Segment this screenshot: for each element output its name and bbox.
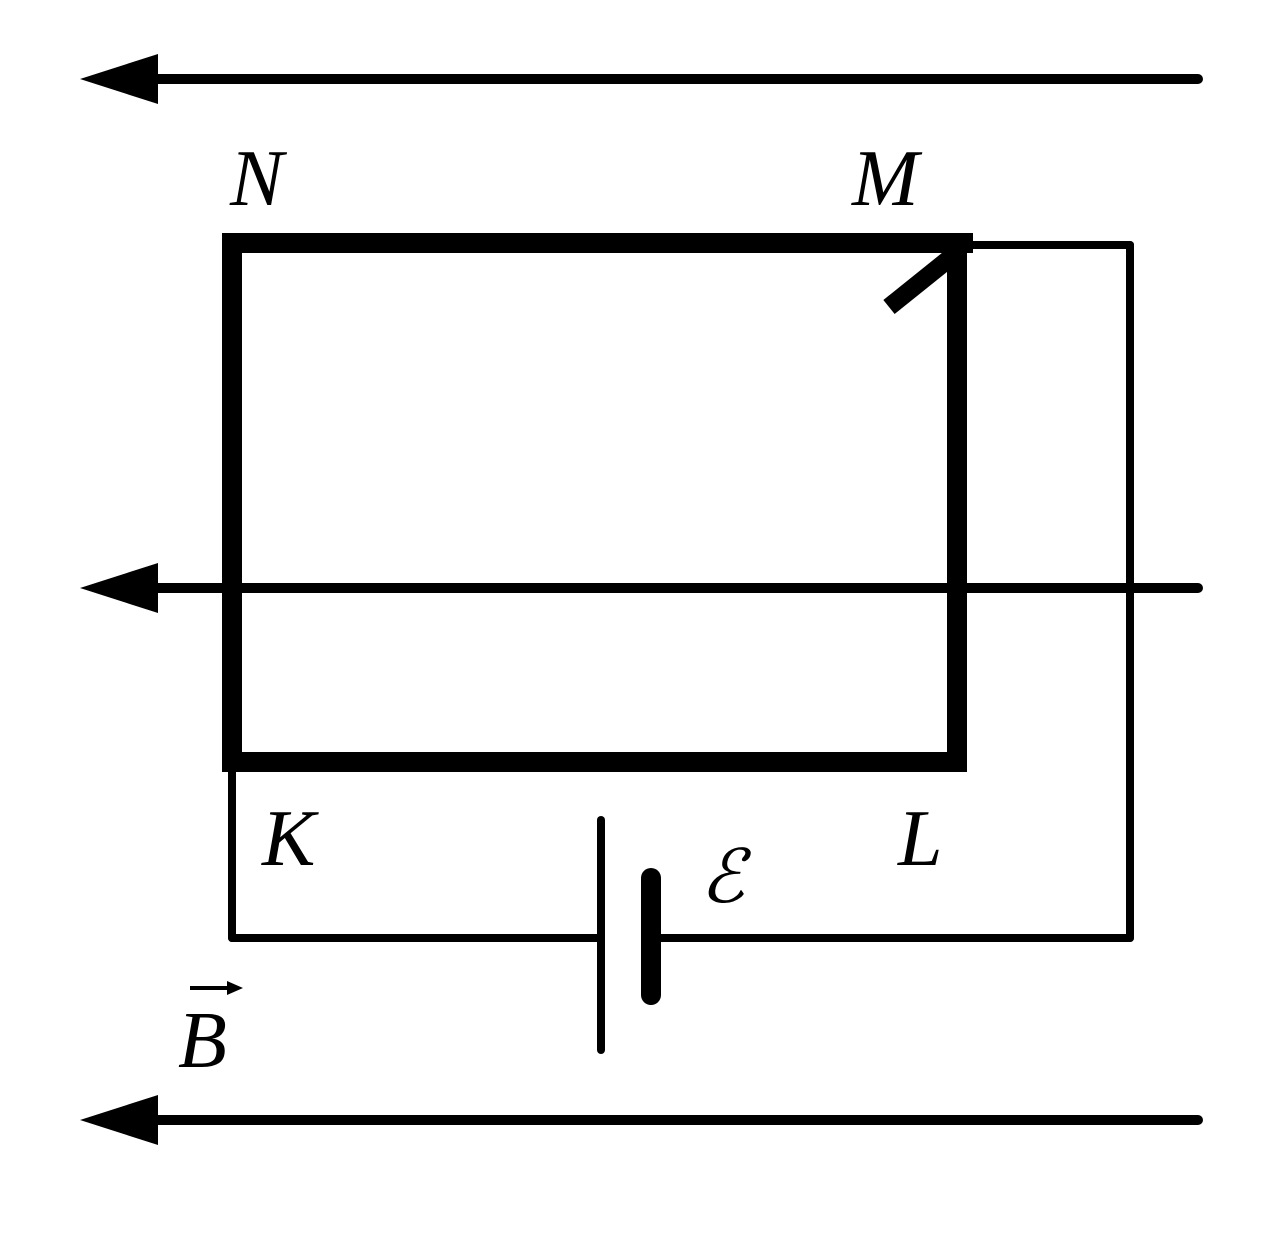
label-l: L [897,795,943,883]
arrowhead-left-icon [80,54,158,104]
label-emf: ℰ [700,837,752,919]
arrowhead-left-icon [80,1095,158,1145]
label-m: M [851,135,923,223]
arrowhead-left-icon [80,563,158,613]
label-k: K [261,795,319,883]
field-line-top [80,54,1203,104]
battery-icon [597,816,661,1054]
vector-arrow-icon [227,981,243,995]
label-field-vector: B [178,981,243,1085]
frame-klmn [222,233,973,772]
thin-wires [228,241,1134,942]
field-line-bottom [80,1095,1203,1145]
label-n: N [229,135,288,223]
frame-break-marker [883,242,966,315]
field-line-middle [80,563,1203,613]
label-b: B [178,997,227,1085]
